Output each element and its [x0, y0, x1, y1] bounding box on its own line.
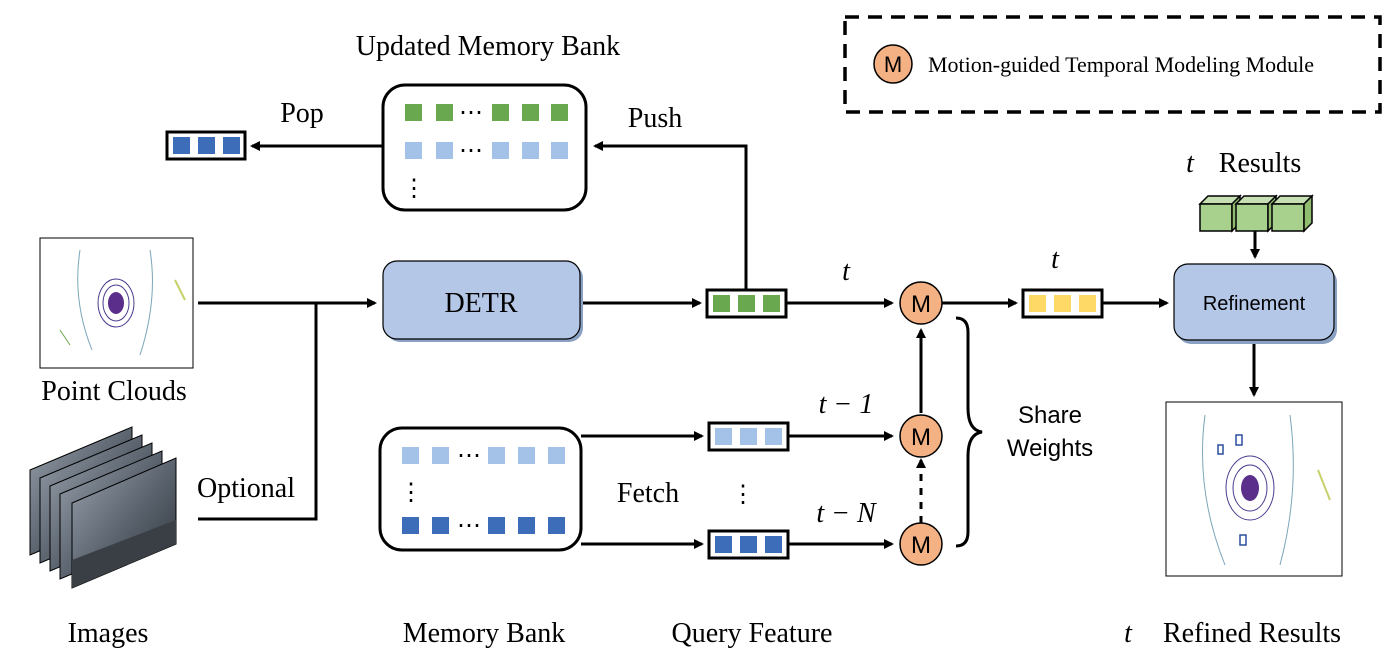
query-feature-current	[705, 288, 788, 319]
query-t-minus-N-label: t − N	[816, 498, 877, 529]
popped-query-blocks	[165, 130, 247, 161]
legend-box: M Motion-guided Temporal Modeling Module	[843, 15, 1382, 114]
module-t-minus-N	[899, 522, 943, 566]
push-arrow	[593, 141, 748, 289]
pop-label: Pop	[280, 98, 324, 129]
module-t-minus-N-badge: M	[911, 532, 931, 559]
module-t-badge: M	[911, 291, 931, 318]
query-feature-t-minus-N	[707, 529, 790, 560]
refinement-label: Refinement	[1203, 293, 1306, 315]
results-cubes	[1198, 194, 1314, 233]
legend-module-icon	[873, 44, 913, 84]
svg-text:⋯: ⋯	[459, 100, 483, 126]
query-vdots: ⋮	[731, 482, 755, 508]
point-clouds-label: Point Clouds	[41, 376, 186, 407]
point-cloud-image	[39, 237, 194, 369]
query-t-label: t	[842, 256, 851, 287]
svg-text:⋯: ⋯	[459, 138, 483, 164]
results-label: Results	[1219, 148, 1301, 179]
optional-label: Optional	[197, 473, 295, 504]
updated-memory-bank-title: Updated Memory Bank	[356, 31, 620, 62]
svg-text:⋯: ⋯	[457, 513, 481, 539]
query-feature-t-minus-1	[707, 421, 790, 452]
updated-memory-bank: ⋯ ⋯ ⋮	[381, 83, 588, 212]
memory-bank-label: Memory Bank	[403, 618, 566, 649]
images-label: Images	[68, 618, 149, 649]
share-label-line2: Weights	[1007, 435, 1093, 462]
module-t-minus-1	[899, 414, 943, 458]
module-t-minus-1-badge: M	[911, 424, 931, 451]
images-stack	[29, 426, 177, 589]
share-weights-brace	[955, 316, 983, 548]
refined-result-image	[1165, 401, 1343, 577]
memory-bank: ⋯ ⋮ ⋯	[378, 426, 583, 552]
temporal-query-output	[1021, 288, 1104, 319]
svg-text:⋯: ⋯	[457, 443, 481, 469]
fetch-label: Fetch	[617, 478, 679, 509]
legend-text: Motion-guided Temporal Modeling Module	[928, 52, 1314, 77]
detr-label: DETR	[444, 288, 517, 319]
output-t-label: t	[1051, 244, 1060, 275]
share-label-line1: Share	[1018, 402, 1082, 429]
refined-results-label: Refined Results	[1163, 618, 1341, 649]
results-t-label: t	[1186, 148, 1195, 179]
query-t-minus-1-label: t − 1	[819, 389, 874, 420]
refinement-block	[1173, 263, 1337, 344]
images-arrow	[198, 303, 318, 521]
query-feature-label: Query Feature	[672, 618, 833, 649]
svg-text:⋮: ⋮	[399, 480, 423, 506]
detr-block	[382, 260, 583, 342]
refined-t-label: t	[1124, 618, 1133, 649]
legend-module-badge: M	[884, 52, 902, 77]
svg-text:⋮: ⋮	[402, 176, 426, 202]
push-label: Push	[628, 103, 682, 134]
